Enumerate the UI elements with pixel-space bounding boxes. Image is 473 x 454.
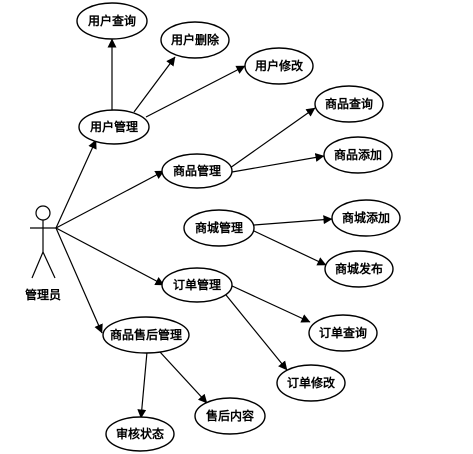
edge-mall-mgmt-publish xyxy=(253,230,327,266)
actor-label: 管理员 xyxy=(25,287,61,302)
edge-actor-aftersale-mgmt xyxy=(55,227,103,334)
use-case-mall-publish: 商城发布 xyxy=(324,250,394,288)
use-case-label: 售后内容 xyxy=(206,408,254,423)
use-case-label: 用户修改 xyxy=(254,58,304,73)
edge-mall-mgmt-add xyxy=(253,215,333,226)
edge-product-mgmt-query xyxy=(229,107,316,169)
use-case-label: 商品查询 xyxy=(325,96,373,111)
use-case-label: 订单管理 xyxy=(173,277,221,292)
edge-order-mgmt-edit xyxy=(225,294,288,371)
edge-user-mgmt-edit xyxy=(145,65,246,118)
use-case-label: 用户查询 xyxy=(87,13,136,28)
edge-user-mgmt-delete xyxy=(133,56,176,113)
use-case-aftersale-content: 售后内容 xyxy=(194,397,266,435)
use-case-user-delete: 用户删除 xyxy=(160,21,230,59)
use-case-label: 审核状态 xyxy=(116,426,164,441)
use-case-order-query: 订单查询 xyxy=(308,314,378,352)
use-case-product-mgmt: 商品管理 xyxy=(161,153,233,189)
edge-aftersale-review xyxy=(137,351,148,419)
use-case-label: 用户删除 xyxy=(170,32,220,47)
use-case-label: 商品售后管理 xyxy=(110,327,182,342)
edge-product-mgmt-add xyxy=(231,153,325,173)
use-case-user-edit: 用户修改 xyxy=(244,47,314,85)
actor-left-leg xyxy=(31,251,44,279)
use-case-label: 商品管理 xyxy=(173,163,221,178)
use-case-product-add: 商品添加 xyxy=(323,136,393,174)
edge-order-mgmt-query xyxy=(229,284,311,323)
use-case-order-mgmt: 订单管理 xyxy=(161,267,233,303)
edge-actor-user-mgmt xyxy=(55,139,97,229)
actor-figure xyxy=(30,205,56,279)
edge-aftersale-content xyxy=(159,351,208,404)
use-case-label: 用户管理 xyxy=(89,119,138,134)
use-case-label: 商城发布 xyxy=(335,261,383,276)
edge-actor-order-mgmt xyxy=(55,227,165,286)
use-case-label: 订单修改 xyxy=(287,375,336,390)
use-case-mall-add: 商城添加 xyxy=(331,199,401,237)
actor-right-leg xyxy=(42,251,56,279)
use-case-aftersale-mgmt: 商品售后管理 xyxy=(102,316,190,354)
use-case-label: 商品添加 xyxy=(334,147,382,162)
use-case-mall-mgmt: 商城管理 xyxy=(183,209,255,247)
actor-head xyxy=(35,205,51,221)
use-case-user-mgmt: 用户管理 xyxy=(78,109,150,145)
use-case-label: 订单查询 xyxy=(319,325,367,340)
use-case-product-query: 商品查询 xyxy=(314,85,384,123)
use-case-order-edit: 订单修改 xyxy=(276,364,346,402)
use-case-review-status: 审核状态 xyxy=(105,416,175,452)
edge-actor-product-mgmt xyxy=(55,170,165,229)
use-case-label: 商城添加 xyxy=(342,210,390,225)
use-case-label: 商城管理 xyxy=(195,220,243,235)
use-case-user-query: 用户查询 xyxy=(76,2,148,40)
